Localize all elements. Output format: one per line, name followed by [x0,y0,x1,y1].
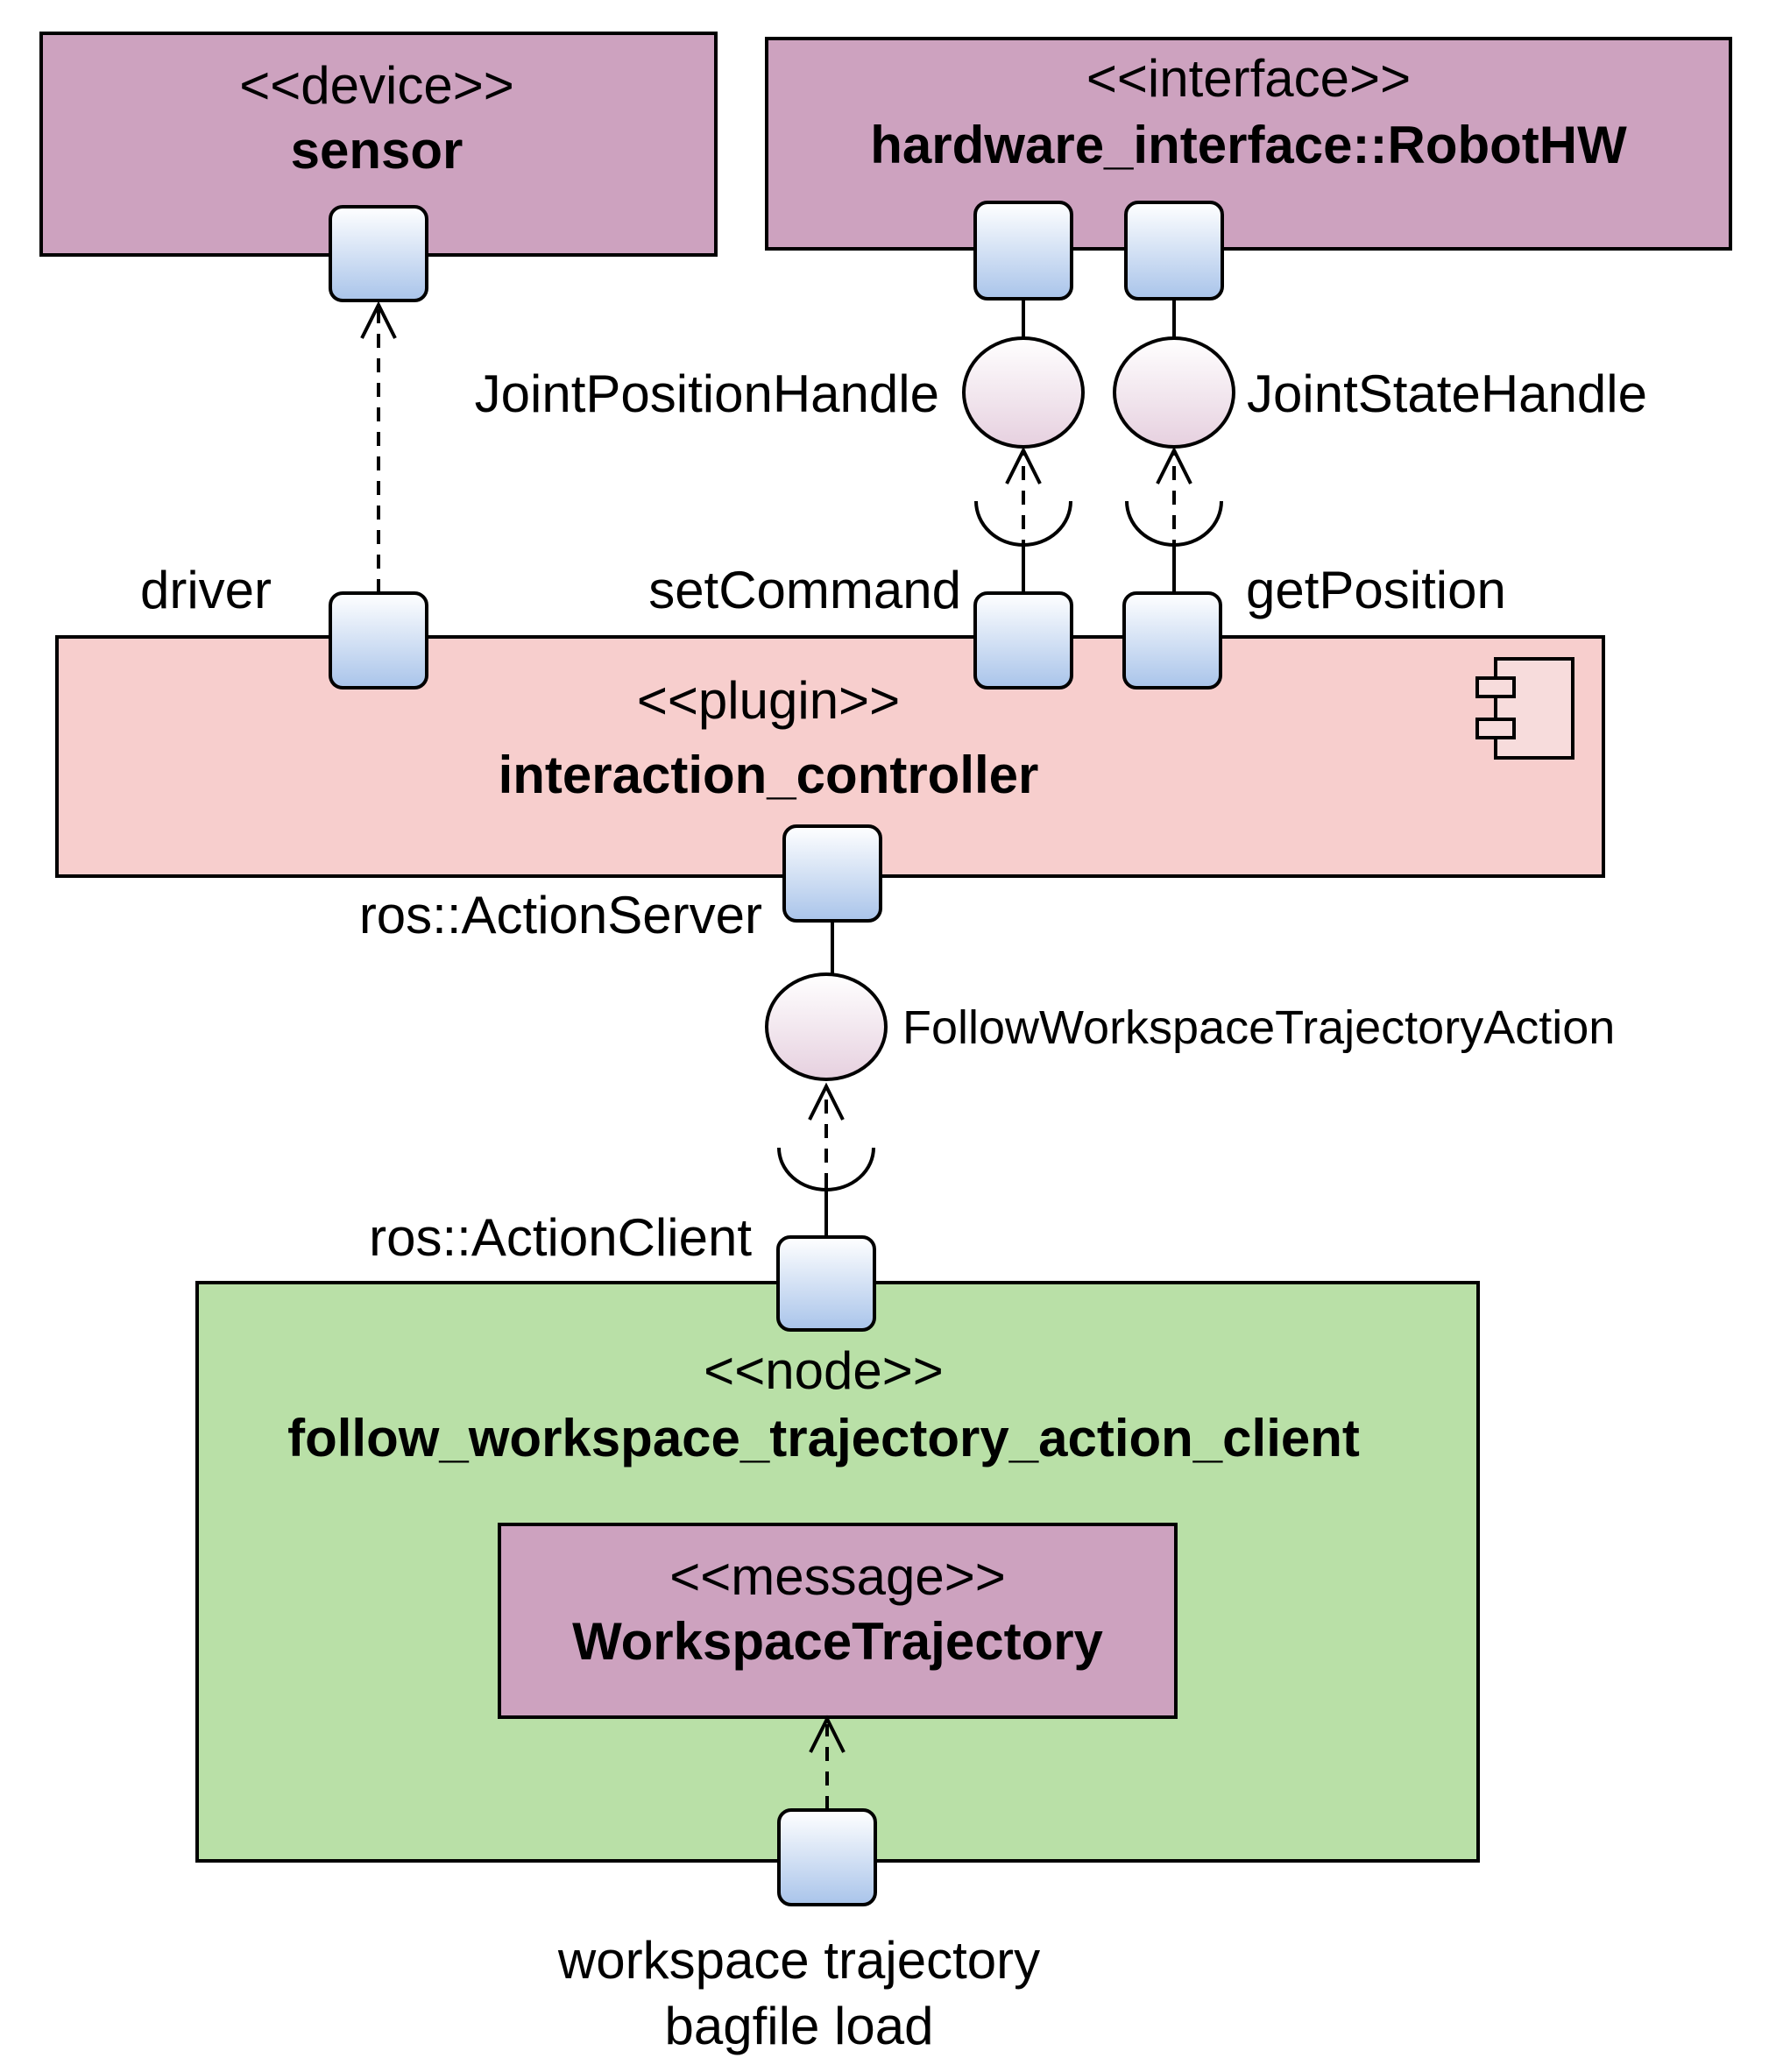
arrowhead-icon [809,1715,846,1753]
robot-hw-port-state [1124,201,1224,301]
message-stereotype: <<message>> [669,1547,1006,1606]
action-client-node: <<node>> follow_workspace_trajectory_act… [195,1281,1480,1863]
robot-hw-box [765,37,1732,251]
workspace-trajectory-message: <<message>> WorkspaceTrajectory [498,1523,1178,1719]
sensor-name: sensor [291,121,463,180]
message-name: WorkspaceTrajectory [572,1612,1103,1671]
robot-hw-stereotype: <<interface>> [1086,49,1411,108]
follow-action-label: FollowWorkspaceTrajectoryAction [902,1001,1615,1054]
robot-hw-interface: <<interface>> hardware_interface::RobotH… [765,37,1732,251]
set-command-label: setCommand [648,561,961,619]
joint-position-interface [962,336,1085,449]
message-box [498,1523,1178,1719]
dependency-lines [377,308,1176,1810]
bagfile-port [777,1808,877,1906]
follow-action-interface [765,972,888,1081]
connector-lines [824,299,1176,1237]
arrowheads [360,301,1192,1753]
arrowhead-icon [1156,446,1192,484]
component-icon [1475,657,1574,760]
robot-hw-port-position [973,201,1073,301]
driver-label: driver [140,561,272,619]
joint-position-label: JointPositionHandle [475,364,939,423]
labels: JointPositionHandle JointStateHandle dri… [140,364,1647,2055]
sensor-port [329,205,428,302]
robot-hw-name: hardware_interface::RobotHW [870,116,1627,174]
get-position-port [1122,591,1222,689]
node-stereotype: <<node>> [704,1341,944,1400]
bagfile-label-line2: bagfile load [665,1997,934,2055]
arrowhead-icon [808,1082,845,1121]
arrowhead-icon [360,301,397,339]
arrowhead-icon [1005,446,1042,484]
set-command-port [973,591,1073,689]
action-client-port [776,1235,876,1332]
node-name: follow_workspace_trajectory_action_clien… [287,1409,1360,1467]
get-position-label: getPosition [1246,561,1506,619]
sensor-stereotype: <<device>> [239,56,514,115]
provided-interfaces [765,336,1235,1081]
controller-name: interaction_controller [499,746,1039,804]
controller-stereotype: <<plugin>> [637,671,900,730]
action-server-label: ros::ActionServer [359,886,762,944]
action-client-label: ros::ActionClient [369,1208,752,1267]
action-server-port [782,824,882,923]
bagfile-label-line1: workspace trajectory [557,1931,1040,1990]
driver-port [329,591,428,689]
ports [329,201,1224,1906]
joint-state-label: JointStateHandle [1247,364,1647,423]
joint-state-interface [1113,336,1235,449]
